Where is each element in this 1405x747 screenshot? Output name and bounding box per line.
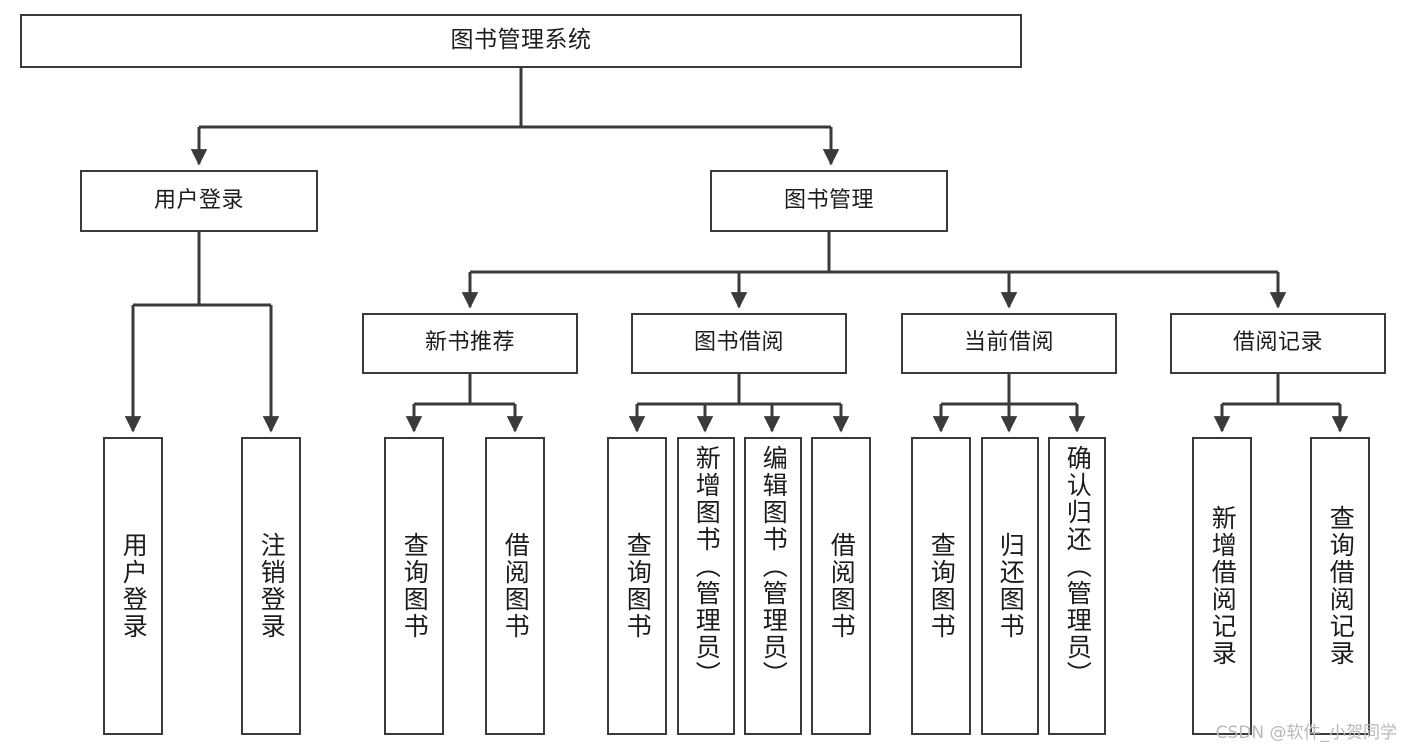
node-root-book-management-system[interactable]: 图书管理系统 <box>20 14 1022 68</box>
node-borrow-record[interactable]: 借阅记录 <box>1170 313 1386 374</box>
leaf-recommend-query-book[interactable]: 查询图书 <box>384 437 444 735</box>
node-label: 查询图书 <box>927 532 957 640</box>
node-label: 新书推荐 <box>424 330 515 356</box>
node-label: 图书借阅 <box>693 330 784 356</box>
node-book-management[interactable]: 图书管理 <box>710 170 948 232</box>
node-label: 归还图书 <box>996 532 1026 640</box>
node-label: 新增借阅记录 <box>1208 505 1238 667</box>
node-label: 编辑图书（管理员） <box>759 445 789 688</box>
leaf-user-login-login[interactable]: 用户登录 <box>103 437 163 735</box>
leaf-current-query-book[interactable]: 查询图书 <box>911 437 971 735</box>
leaf-current-return-book[interactable]: 归还图书 <box>981 437 1039 735</box>
node-label: 图书管理系统 <box>450 27 592 54</box>
leaf-borrow-borrow-book[interactable]: 借阅图书 <box>811 437 871 735</box>
node-label: 查询图书 <box>400 532 430 640</box>
node-label: 新增图书（管理员） <box>692 445 722 688</box>
node-label: 借阅图书 <box>501 532 531 640</box>
leaf-current-confirm-return-admin[interactable]: 确认归还（管理员） <box>1048 437 1106 735</box>
node-label: 用户登录 <box>153 187 244 213</box>
node-label: 借阅记录 <box>1232 330 1323 356</box>
leaf-user-login-logout[interactable]: 注销登录 <box>241 437 301 735</box>
leaf-record-query-borrow-record[interactable]: 查询借阅记录 <box>1310 437 1370 735</box>
node-label: 用户登录 <box>119 532 149 640</box>
node-new-book-recommend[interactable]: 新书推荐 <box>362 313 578 374</box>
node-label: 查询借阅记录 <box>1326 505 1356 667</box>
leaf-borrow-add-book-admin[interactable]: 新增图书（管理员） <box>677 437 735 735</box>
leaf-record-add-borrow-record[interactable]: 新增借阅记录 <box>1192 437 1252 735</box>
node-current-borrow[interactable]: 当前借阅 <box>901 313 1117 374</box>
leaf-recommend-borrow-book[interactable]: 借阅图书 <box>485 437 545 735</box>
node-label: 注销登录 <box>257 532 287 640</box>
node-book-borrow[interactable]: 图书借阅 <box>631 313 847 374</box>
leaf-borrow-query-book[interactable]: 查询图书 <box>607 437 667 735</box>
leaf-borrow-edit-book-admin[interactable]: 编辑图书（管理员） <box>744 437 802 735</box>
node-label: 借阅图书 <box>827 532 857 640</box>
node-user-login[interactable]: 用户登录 <box>80 170 318 232</box>
node-label: 当前借阅 <box>963 330 1054 356</box>
node-label: 图书管理 <box>783 187 874 213</box>
node-label: 确认归还（管理员） <box>1063 445 1093 688</box>
node-label: 查询图书 <box>623 532 653 640</box>
